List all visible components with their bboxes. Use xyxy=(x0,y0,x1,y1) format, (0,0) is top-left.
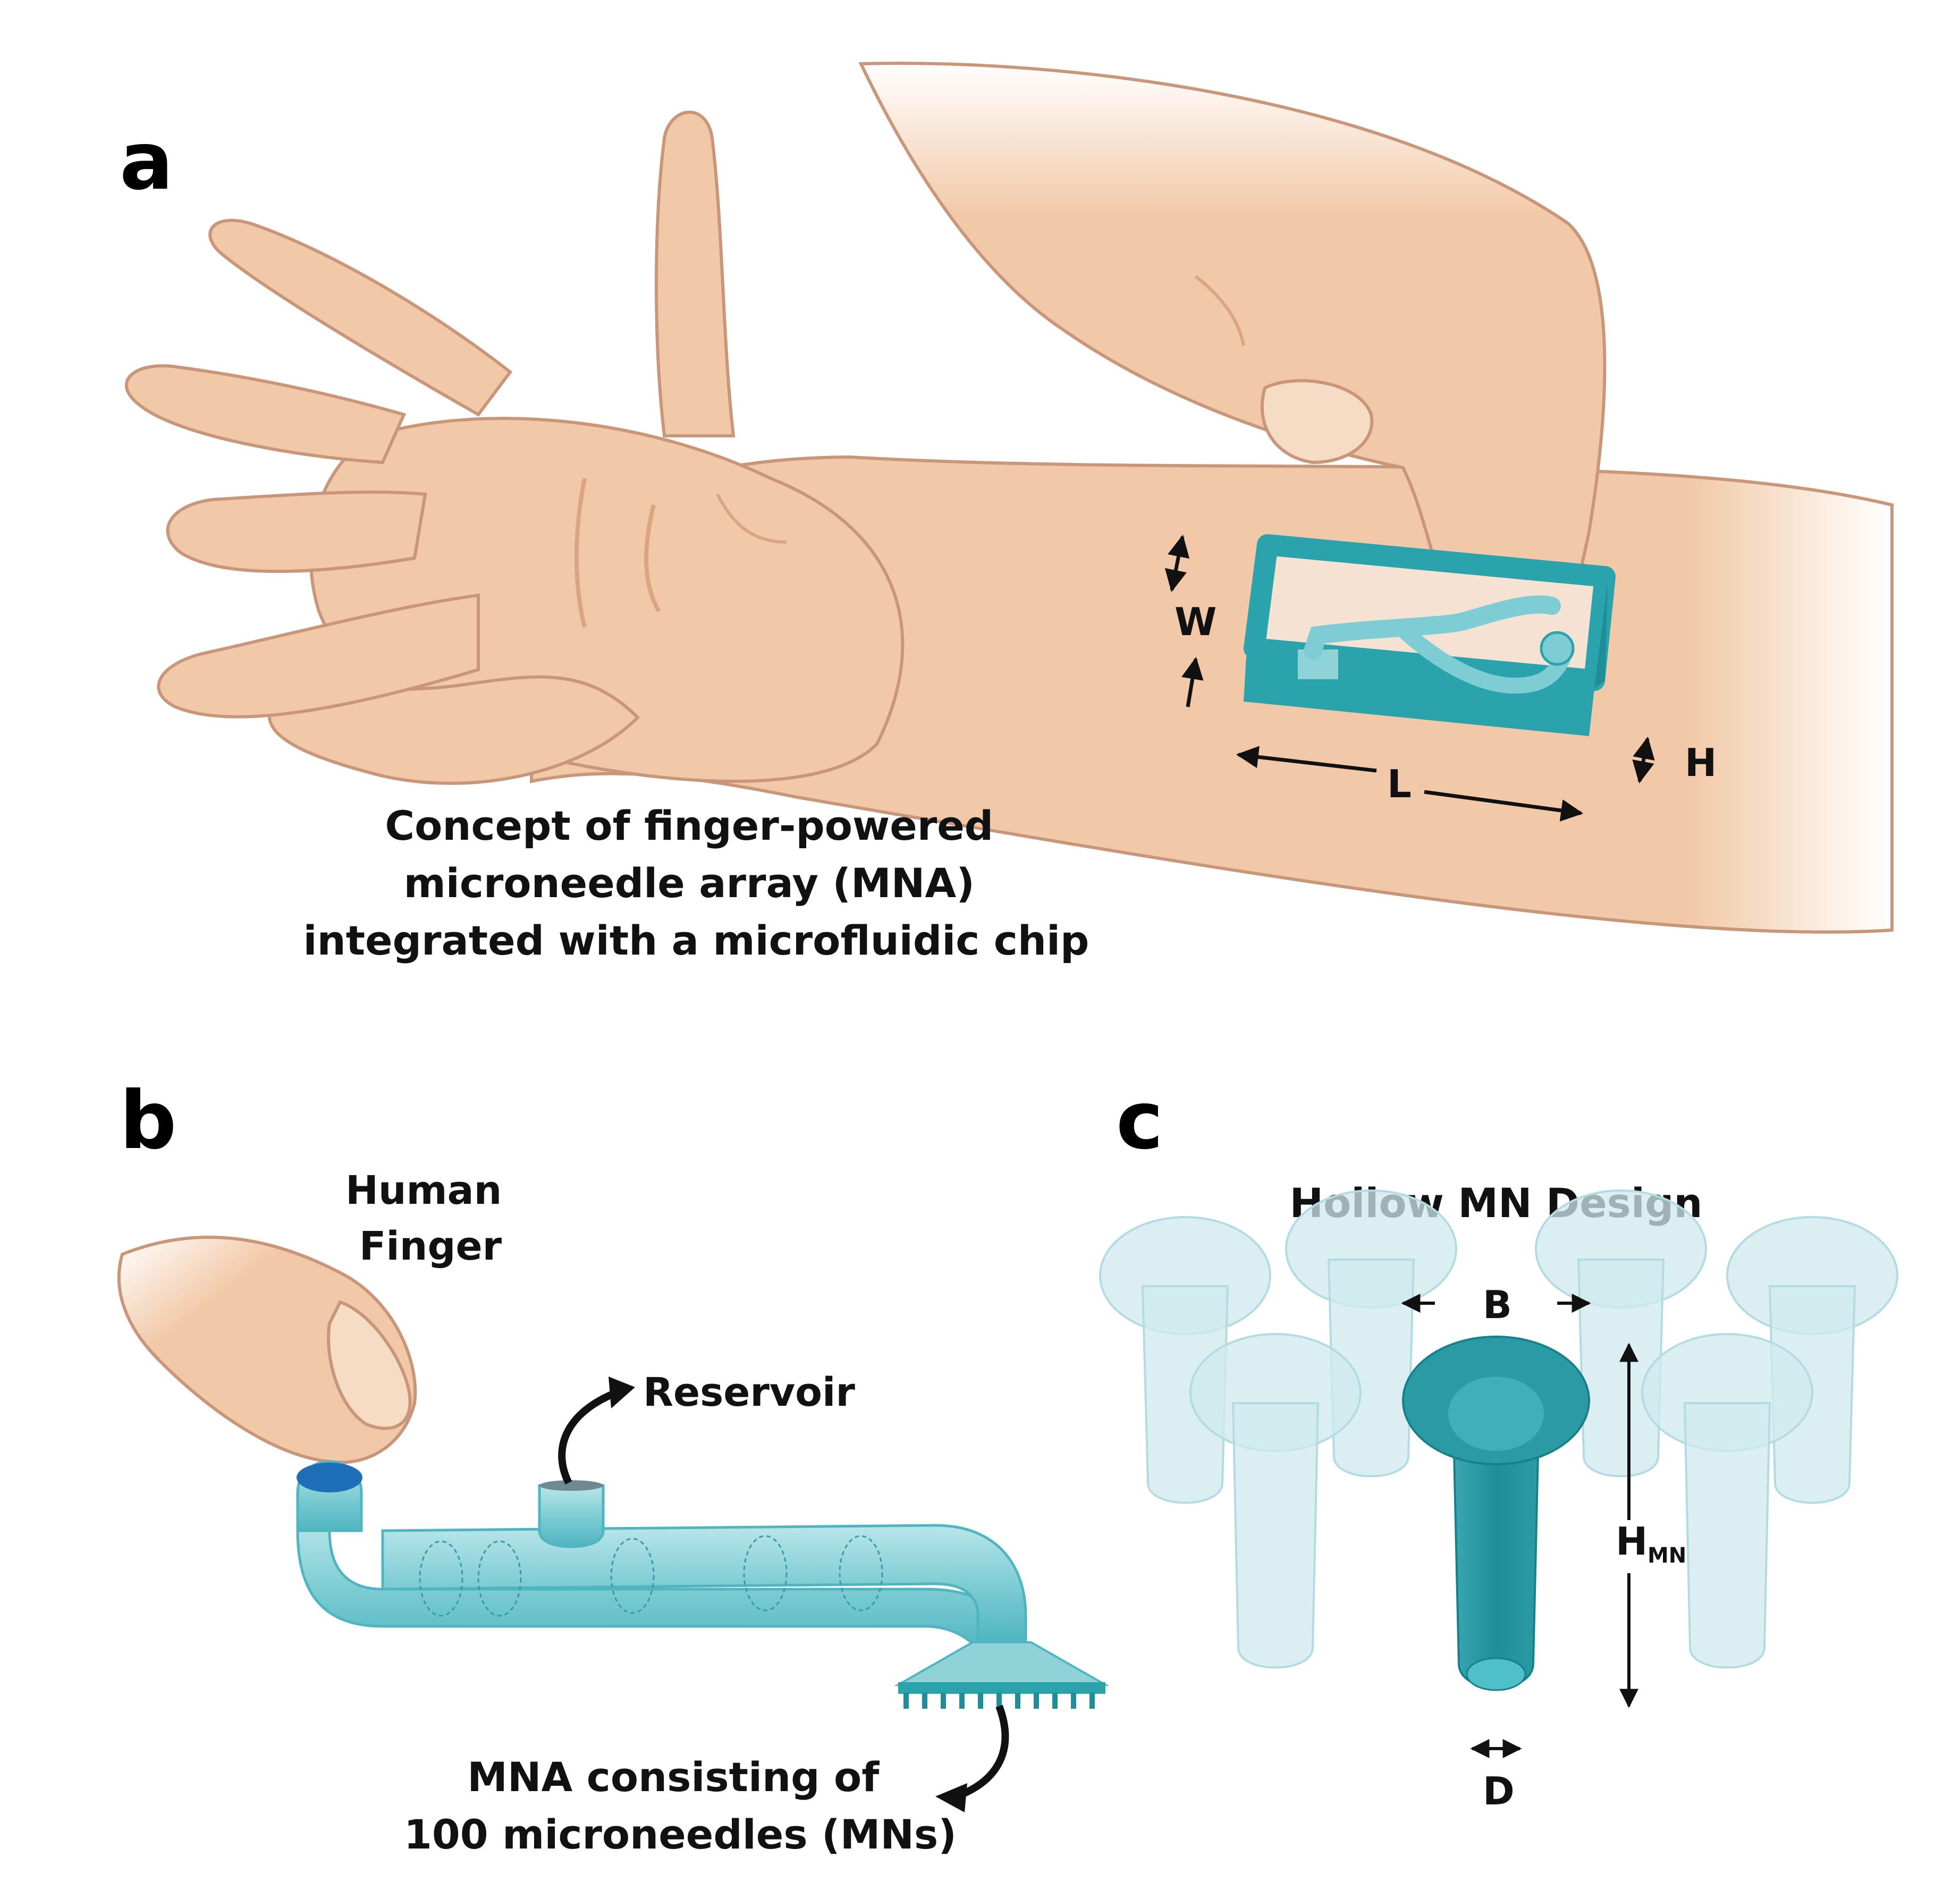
dim-label-b: B xyxy=(1483,1282,1512,1327)
reservoir-pointer-arrow xyxy=(558,1389,618,1485)
panel-letter-c: c xyxy=(1116,1075,1163,1167)
dim-label-d: D xyxy=(1483,1769,1515,1813)
height-arrow xyxy=(1632,736,1655,784)
label-mna-line-1: MNA consisting of xyxy=(467,1753,880,1801)
caption-a-line-1: Concept of finger-powered xyxy=(385,802,993,849)
mna-base xyxy=(898,1682,1105,1694)
dimension-arrows-a xyxy=(1164,534,1655,822)
dim-label-w: W xyxy=(1175,600,1216,644)
width-arrow-lower xyxy=(1181,656,1204,707)
needle-bore-top xyxy=(1448,1377,1544,1451)
ghost-needle xyxy=(1189,1333,1362,1669)
label-human-finger: Human Finger xyxy=(345,1168,516,1269)
finger-b-illustration xyxy=(117,1235,417,1464)
needle-bore-tip xyxy=(1466,1657,1526,1691)
dim-label-hmn-sub: MN xyxy=(1648,1543,1686,1568)
dim-label-hmn: H MN xyxy=(1616,1519,1686,1568)
label-reservoir: Reservoir xyxy=(643,1370,855,1415)
caption-a: Concept of finger-powered microneedle ar… xyxy=(303,802,1089,964)
tube-segment-rings xyxy=(419,1535,883,1617)
reservoir-lid xyxy=(539,1480,603,1491)
microfluidic-channel-b xyxy=(296,1460,1110,1709)
ghost-needle xyxy=(1099,1216,1271,1504)
length-arrow-left xyxy=(1236,746,1377,773)
reservoir-cup xyxy=(538,1484,605,1548)
length-arrow-right xyxy=(1424,790,1584,822)
mna-needles xyxy=(903,1693,1095,1709)
panel-letter-a: a xyxy=(120,115,173,208)
finger-contact-cap xyxy=(297,1463,362,1492)
ghost-needle xyxy=(1641,1333,1813,1669)
microfluidic-chip xyxy=(1244,534,1616,736)
chip-channel-upper xyxy=(1304,595,1561,660)
panel-letter-b: b xyxy=(120,1075,176,1167)
mna-pointer-arrow xyxy=(955,1704,1009,1800)
label-mna-line-2: 100 microneedles (MNs) xyxy=(404,1811,957,1858)
mna-pointer-arrowhead xyxy=(935,1783,967,1812)
highlighted-microneedle xyxy=(1402,1336,1590,1691)
dim-label-h: H xyxy=(1685,740,1717,785)
label-mna: MNA consisting of 100 microneedles (MNs) xyxy=(404,1753,957,1858)
ghost-needle xyxy=(1535,1189,1707,1478)
label-human-finger-line-1: Human xyxy=(345,1168,502,1213)
dimension-arrows-c xyxy=(1401,1294,1638,1758)
width-arrow-upper xyxy=(1164,534,1190,593)
caption-a-line-3: integrated with a microfluidic chip xyxy=(303,917,1089,964)
chip-channel-lower xyxy=(1395,622,1570,694)
dim-label-hmn-main: H xyxy=(1616,1519,1648,1564)
ghost-microneedles xyxy=(1099,1189,1898,1669)
finger-b-nail xyxy=(327,1300,412,1430)
mna-cone xyxy=(894,1641,1110,1686)
label-human-finger-line-2: Finger xyxy=(359,1223,502,1269)
dim-label-l: L xyxy=(1387,762,1412,806)
reservoir-pointer-arrowhead xyxy=(609,1377,635,1408)
chip-reservoir xyxy=(1540,631,1575,666)
caption-a-line-2: microneedle array (MNA) xyxy=(404,859,975,907)
